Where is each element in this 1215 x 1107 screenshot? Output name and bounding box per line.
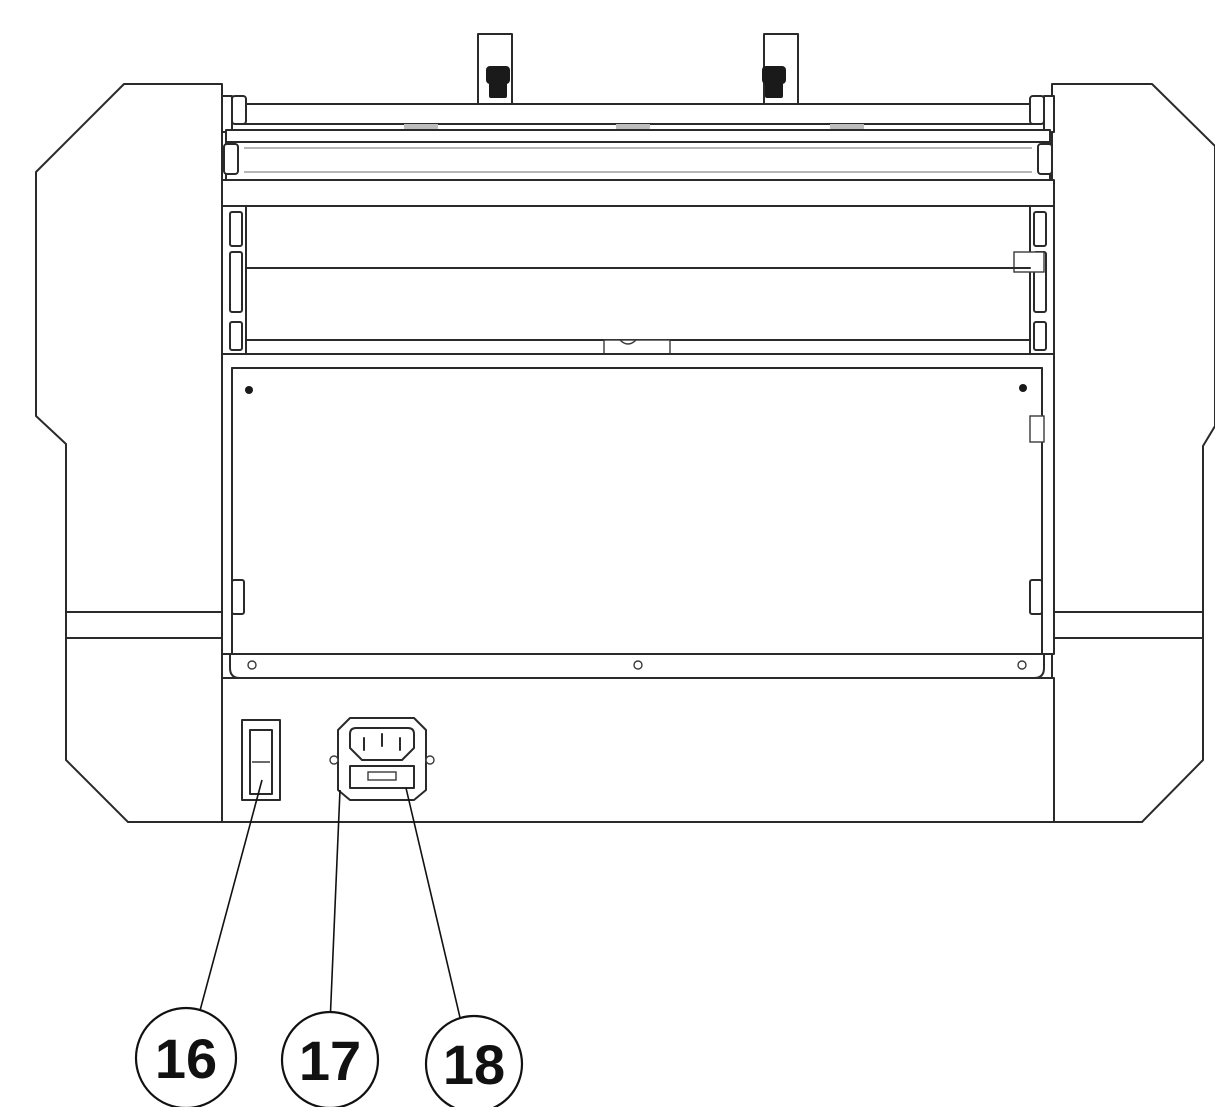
base-body bbox=[221, 677, 1055, 823]
callout-18: 18 bbox=[424, 1014, 524, 1107]
middle-roller-bay bbox=[221, 205, 1055, 355]
leader-lines bbox=[197, 779, 463, 1027]
callout-16: 16 bbox=[134, 1006, 238, 1107]
left-side-housing bbox=[35, 83, 223, 823]
right-side-housing bbox=[1051, 83, 1215, 823]
left-top-knob bbox=[477, 33, 513, 105]
power-switch[interactable] bbox=[241, 719, 281, 801]
rear-panel bbox=[221, 353, 1055, 655]
callout-17-label: 17 bbox=[299, 1029, 361, 1092]
callout-17: 17 bbox=[280, 1010, 380, 1107]
top-rail-assembly bbox=[221, 95, 1055, 207]
callout-18-label: 18 bbox=[443, 1033, 505, 1096]
power-inlet-with-fuse[interactable] bbox=[329, 717, 435, 801]
mounting-strip bbox=[229, 653, 1045, 679]
callout-16-label: 16 bbox=[155, 1027, 217, 1090]
right-top-knob bbox=[762, 33, 799, 105]
